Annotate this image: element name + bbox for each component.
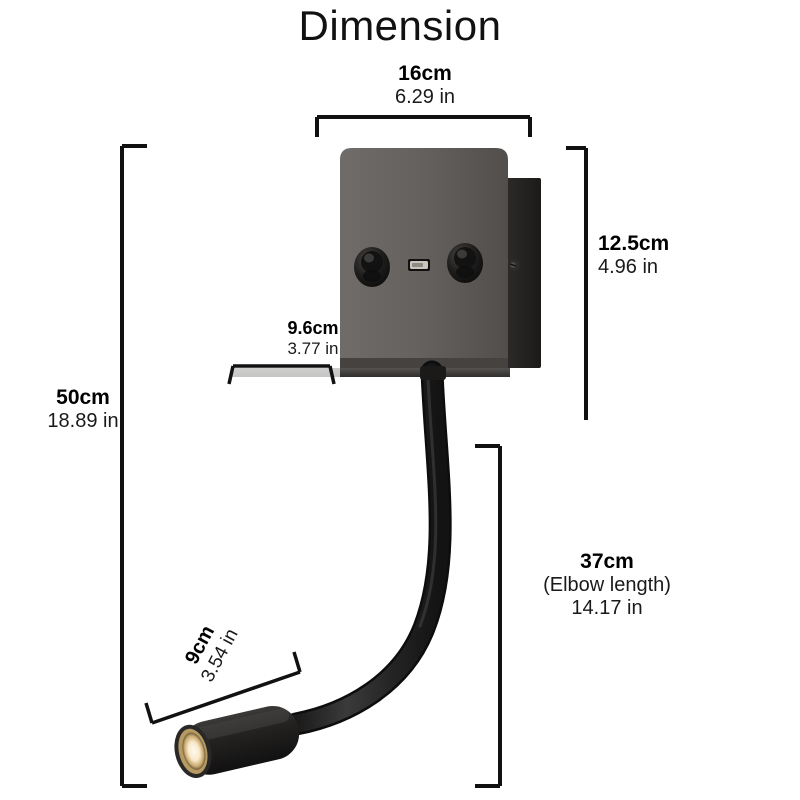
flexible-gooseneck-arm (284, 360, 452, 736)
dimension-label-height: 12.5cm 4.96 in (598, 232, 778, 279)
dimension-line-depth (227, 364, 336, 385)
dimension-total-inch: 18.89 in (47, 409, 119, 432)
dimension-depth-cm: 9.6cm (287, 318, 339, 338)
spotlight-head (174, 705, 300, 778)
dimension-elbow-inch: 14.17 in (571, 596, 643, 619)
dimension-line-width (315, 115, 532, 137)
dimension-total-cm: 50cm (56, 386, 110, 409)
wall-plate-backplate (503, 178, 541, 368)
dimension-height-inch: 4.96 in (598, 255, 659, 278)
dimension-label-depth: 9.6cm 3.77 in (238, 318, 388, 358)
dimension-depth-inch: 3.77 in (287, 338, 339, 358)
dimension-height-cm: 12.5cm (598, 232, 670, 255)
dimension-line-head (144, 651, 302, 725)
rocker-switch-left[interactable] (354, 247, 390, 287)
dimension-line-elbow (475, 444, 502, 788)
usb-port[interactable] (408, 259, 430, 271)
dimension-label-total: 50cm 18.89 in (8, 386, 158, 433)
fixture-bottom-shelf (232, 368, 510, 377)
dimension-width-inch: 6.29 in (394, 85, 456, 108)
dimension-width-cm: 16cm (398, 62, 452, 85)
dimension-label-width: 16cm 6.29 in (335, 62, 515, 109)
page-title: Dimension (298, 2, 502, 49)
dimension-line-total (120, 144, 147, 788)
spotlight-lens (182, 732, 206, 770)
dimension-elbow-note: (Elbow length) (543, 573, 671, 596)
wall-plate-faceplate (340, 148, 508, 368)
dimension-label-elbow: 37cm (Elbow length) 14.17 in (512, 550, 702, 620)
dimension-elbow-cm: 37cm (580, 550, 634, 573)
dimension-line-height (566, 146, 588, 420)
rocker-switch-right[interactable] (447, 243, 483, 283)
